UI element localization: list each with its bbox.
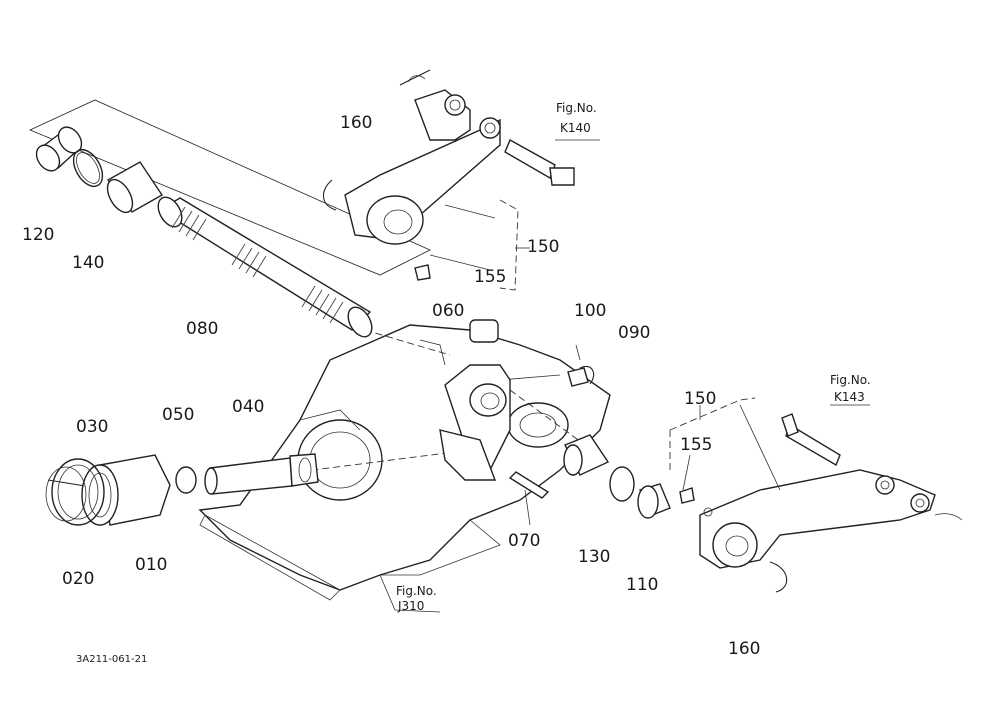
- drawing-code: 3A211-061-21: [76, 654, 147, 665]
- lift-arm-right: [679, 469, 963, 593]
- reference-brackets: [379, 139, 870, 613]
- label-140: 140: [72, 253, 104, 273]
- label-040: 040: [232, 397, 264, 417]
- pin-k140: [504, 139, 575, 186]
- fig-ref-j310-title: Fig.No.: [396, 584, 437, 598]
- cylinder-010: [81, 454, 171, 526]
- pin-070: [508, 471, 550, 499]
- rings-020-030: [45, 458, 105, 526]
- bushing-120: [35, 126, 83, 172]
- label-130: 130: [578, 547, 610, 567]
- label-155-top: 155: [474, 267, 506, 287]
- label-160-right: 160: [728, 639, 760, 659]
- label-080: 080: [186, 319, 218, 339]
- label-150-right: 150: [684, 389, 716, 409]
- label-070: 070: [508, 531, 540, 551]
- dowel-155-right: [679, 487, 695, 504]
- label-030: 030: [76, 417, 108, 437]
- label-090: 090: [618, 323, 650, 343]
- label-100: 100: [574, 301, 606, 321]
- label-020: 020: [62, 569, 94, 589]
- o-ring-050: [175, 466, 197, 494]
- label-110: 110: [626, 575, 658, 595]
- shaft-080: [157, 196, 373, 338]
- label-150-top: 150: [527, 237, 559, 257]
- dowel-155-top: [414, 264, 431, 281]
- label-010: 010: [135, 555, 167, 575]
- lift-arm-060: [439, 364, 511, 481]
- fig-ref-j310-code: J310: [397, 599, 424, 613]
- o-ring-140: [72, 148, 104, 188]
- snap-ring-160-right: [769, 561, 788, 593]
- part-labels: 120 140 080 160 150 155 060 100 090 030 …: [22, 113, 760, 659]
- snap-ring-160-top: [322, 179, 337, 211]
- label-160-top: 160: [340, 113, 372, 133]
- lift-arm-top: [322, 69, 501, 281]
- sleeve-right: [563, 434, 610, 476]
- piston-rod-040: [204, 453, 319, 495]
- sleeve-collar: [106, 161, 163, 214]
- fitting-090-100: [567, 344, 595, 387]
- fig-ref-k140-title: Fig.No.: [556, 101, 597, 115]
- leader-lines: [29, 99, 691, 526]
- hydraulic-housing: [198, 319, 611, 601]
- label-050: 050: [162, 405, 194, 425]
- pin-k143: [781, 413, 841, 467]
- figure-references: Fig.No. K140 Fig.No. K143 Fig.No. J310: [396, 101, 871, 613]
- label-060: 060: [432, 301, 464, 321]
- fig-ref-k143-title: Fig.No.: [830, 373, 871, 387]
- label-155-right: 155: [680, 435, 712, 455]
- fig-ref-k140-code: K140: [560, 121, 591, 135]
- fig-ref-k143-code: K143: [834, 390, 865, 404]
- o-ring-130: [609, 466, 635, 502]
- label-120: 120: [22, 225, 54, 245]
- bushing-110: [637, 483, 671, 519]
